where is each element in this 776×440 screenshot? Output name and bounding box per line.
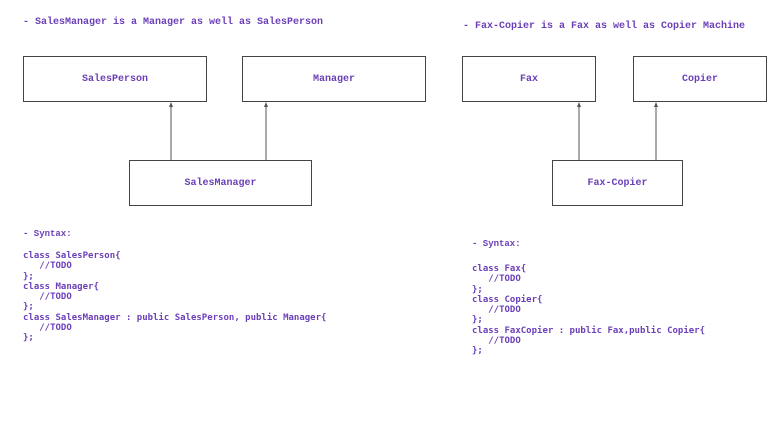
arrowhead-manager [264,102,268,107]
right-syntax-label: - Syntax: [472,239,521,249]
fax-class-box: Fax [462,56,596,102]
copier-class-box: Copier [633,56,767,102]
code-line: //TODO [23,323,72,334]
code-line: //TODO [23,261,72,272]
arrowhead-sales-person [169,102,173,107]
code-line: //TODO [23,292,72,303]
code-line: }; [23,333,34,344]
fax-label: Fax [519,73,538,85]
left-syntax-label: - Syntax: [23,229,72,239]
copier-label: Copier [681,73,718,85]
right-code-block: class Fax{ //TODO};class Copier{ //TODO}… [472,264,705,357]
manager-class-box: Manager [242,56,426,102]
sales-person-label: SalesPerson [81,73,148,85]
code-line: }; [472,315,483,326]
arrowhead-copier [654,102,658,107]
sales-manager-label: SalesManager [184,177,257,189]
arrowhead-fax [577,102,581,107]
fax-copier-label: Fax-Copier [587,177,648,189]
code-line: }; [472,346,483,357]
code-line: class SalesManager : public SalesPerson,… [23,312,327,323]
code-line: class Fax{ [472,264,527,274]
manager-label: Manager [312,73,355,85]
right-heading: - Fax-Copier is a Fax as well as Copier … [463,21,746,32]
left-code-block: class SalesPerson{ //TODO};class Manager… [23,251,326,344]
fax-copier-class-box: Fax-Copier [552,160,683,206]
code-line: class FaxCopier : public Fax,public Copi… [472,325,705,336]
code-line: class SalesPerson{ [23,251,121,261]
code-line: //TODO [472,305,521,316]
code-line: }; [23,271,34,282]
code-line: //TODO [472,274,521,285]
code-line: }; [472,284,483,295]
sales-manager-class-box: SalesManager [129,160,312,206]
left-heading: - SalesManager is a Manager as well as S… [23,17,324,28]
code-line: class Copier{ [472,294,543,305]
code-line: class Manager{ [23,281,99,292]
code-line: }; [23,302,34,313]
code-line: //TODO [472,336,521,347]
sales-person-class-box: SalesPerson [23,56,207,102]
